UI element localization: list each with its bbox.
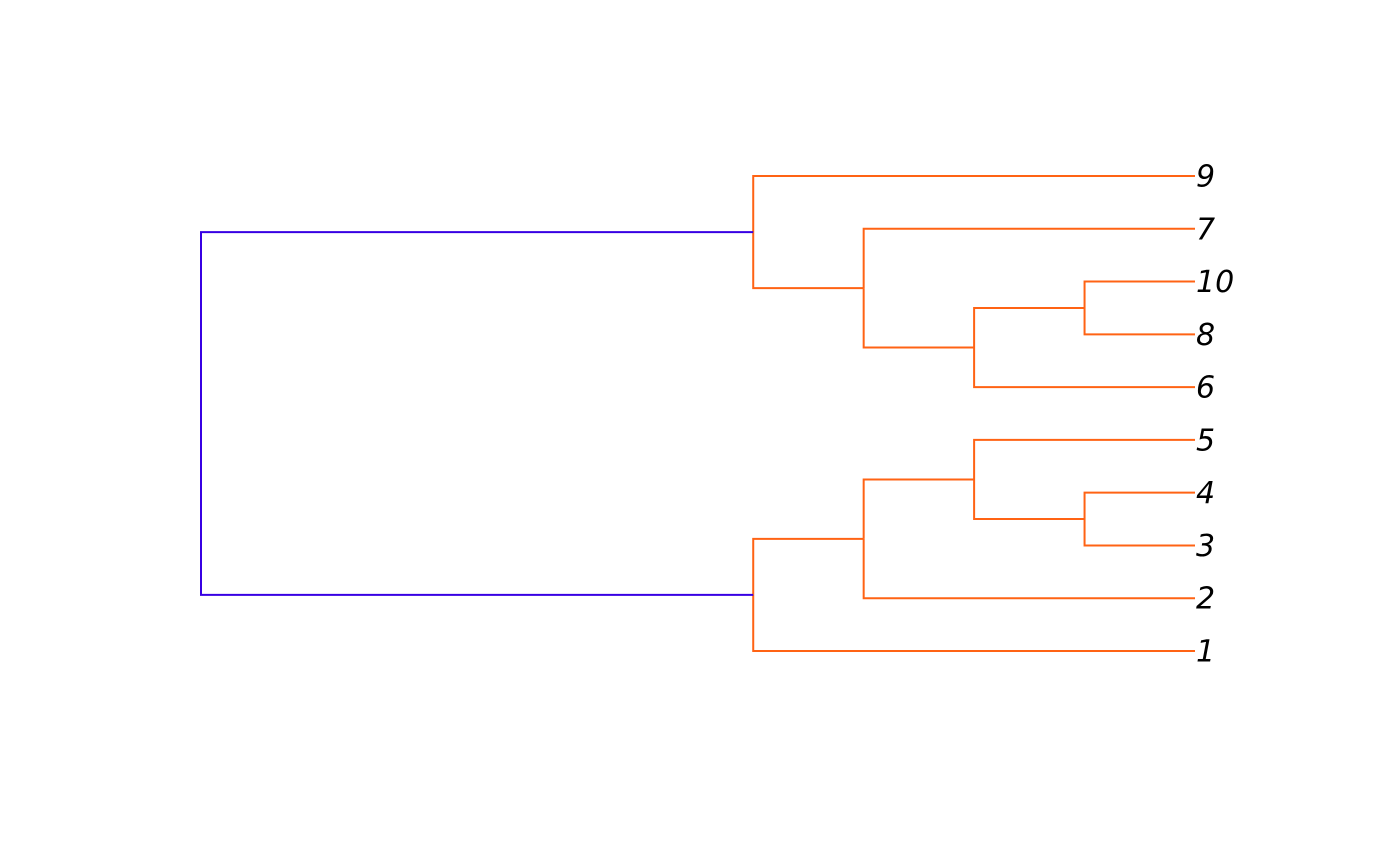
leaf-label-2: 2 — [1196, 582, 1215, 617]
branch-m-1-to-m-2 — [752, 537, 864, 595]
leaf-label-5: 5 — [1196, 423, 1215, 458]
branch-m-2-to-m-5-4-3 — [862, 478, 975, 539]
merge-root — [200, 231, 754, 596]
leaf-label-9: 9 — [1196, 160, 1215, 195]
branch-m-7-to-7 — [862, 227, 1195, 289]
merge-m-2 — [862, 478, 1195, 600]
branch-m-10-8-6-to-6 — [973, 347, 1195, 389]
merge-m-10-8-6 — [973, 306, 1195, 389]
branch-m-9-to-9 — [752, 175, 1195, 233]
branch-m-10-8-6-to-m-10-8 — [973, 306, 1085, 348]
branch-m-4-3-to-4 — [1083, 491, 1195, 520]
branch-m-9-to-m-7 — [752, 232, 864, 290]
leaf-label-8: 8 — [1196, 318, 1215, 353]
leaf-label-4: 4 — [1196, 476, 1215, 511]
dendrogram-leaf-labels: 9 7 10 8 6 5 4 3 2 1 — [1196, 160, 1234, 670]
branch-m-10-8-to-10 — [1083, 280, 1195, 308]
branch-m-1-to-1 — [752, 594, 1195, 652]
branch-m-4-3-to-3 — [1083, 519, 1195, 547]
merge-m-4-3 — [1083, 491, 1195, 547]
leaf-label-7: 7 — [1196, 212, 1215, 247]
leaf-label-1: 1 — [1196, 635, 1215, 670]
merge-m-5-4-3 — [973, 438, 1195, 521]
leaf-label-6: 6 — [1196, 371, 1215, 406]
branch-m-7-to-m-10-8-6 — [862, 288, 975, 349]
branch-m-2-to-2 — [862, 538, 1195, 600]
merge-m-9 — [752, 175, 1195, 290]
branch-root-to-m-1 — [200, 413, 754, 596]
branch-m-5-4-3-to-5 — [973, 438, 1195, 480]
branch-m-10-8-to-8 — [1083, 307, 1195, 336]
leaf-label-3: 3 — [1196, 529, 1215, 564]
branch-m-5-4-3-to-m-4-3 — [973, 479, 1085, 521]
merge-m-1 — [752, 537, 1195, 652]
merge-m-7 — [862, 227, 1195, 349]
leaf-label-10: 10 — [1196, 265, 1234, 300]
branch-root-to-m-9 — [200, 231, 754, 414]
dendrogram-branches — [200, 175, 1195, 652]
merge-m-10-8 — [1083, 280, 1195, 336]
